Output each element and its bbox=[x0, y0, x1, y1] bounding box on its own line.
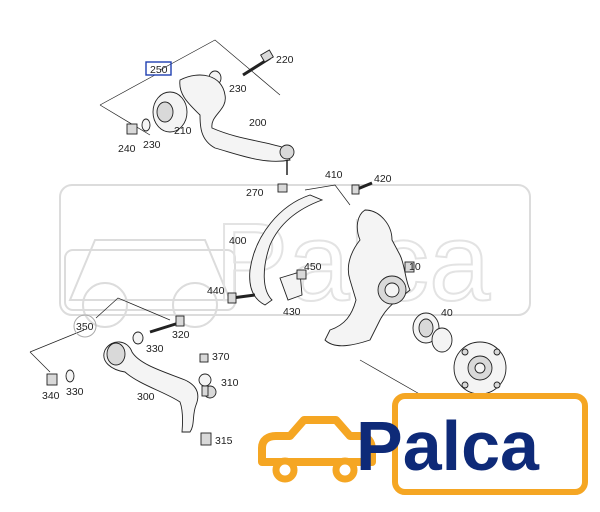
nut-340 bbox=[46, 373, 58, 386]
lower-arm-group bbox=[29, 297, 217, 446]
nut-270 bbox=[277, 183, 288, 193]
strut-group bbox=[227, 181, 373, 306]
knuckle-10 bbox=[324, 209, 415, 347]
label-410[interactable]: 410 bbox=[325, 169, 343, 181]
logo-text: Palca bbox=[356, 407, 540, 485]
bolt-320 bbox=[149, 315, 185, 334]
label-315[interactable]: 315 bbox=[215, 435, 233, 447]
watermark-car-icon bbox=[64, 239, 236, 328]
label-250[interactable]: 250 bbox=[150, 64, 168, 76]
label-420[interactable]: 420 bbox=[374, 173, 392, 185]
strut-400 bbox=[249, 194, 324, 306]
label-430[interactable]: 430 bbox=[283, 306, 301, 318]
label-310[interactable]: 310 bbox=[221, 377, 239, 389]
callout-box-250 bbox=[145, 61, 172, 76]
label-200[interactable]: 200 bbox=[249, 117, 267, 129]
bolt-220 bbox=[242, 49, 274, 77]
clamp-430 bbox=[279, 271, 303, 301]
label-330[interactable]: 330 bbox=[146, 343, 164, 355]
nut-240 bbox=[126, 123, 138, 135]
label-340[interactable]: 340 bbox=[42, 390, 60, 402]
control-arm-300 bbox=[103, 341, 217, 433]
washer-330-b bbox=[65, 369, 75, 383]
callout-ring-350 bbox=[73, 314, 97, 338]
bushing-210 bbox=[152, 91, 188, 133]
nut-315 bbox=[200, 432, 212, 446]
label-330-b[interactable]: 330 bbox=[66, 386, 84, 398]
label-220[interactable]: 220 bbox=[276, 54, 294, 66]
label-210[interactable]: 210 bbox=[174, 125, 192, 137]
label-450[interactable]: 450 bbox=[304, 261, 322, 273]
label-240[interactable]: 240 bbox=[118, 143, 136, 155]
control-arm-200 bbox=[179, 74, 295, 175]
upper-arm-group bbox=[99, 39, 295, 175]
label-230-b[interactable]: 230 bbox=[143, 139, 161, 151]
ball-joint-310 bbox=[198, 373, 212, 397]
bolt-420 bbox=[351, 181, 373, 195]
label-40[interactable]: 40 bbox=[441, 307, 453, 319]
washer-230-b bbox=[141, 118, 151, 132]
label-230[interactable]: 230 bbox=[229, 83, 247, 95]
label-440[interactable]: 440 bbox=[207, 285, 225, 297]
washer-330 bbox=[132, 331, 144, 345]
nut-370 bbox=[199, 353, 209, 363]
bolt-440 bbox=[227, 292, 256, 304]
part-labels: 250 220 230 200 210 230 240 270 410 420 … bbox=[42, 54, 548, 447]
label-400[interactable]: 400 bbox=[229, 235, 247, 247]
car-icon bbox=[258, 416, 376, 483]
label-10[interactable]: 10 bbox=[409, 261, 421, 273]
label-270[interactable]: 270 bbox=[246, 187, 264, 199]
nut-450 bbox=[296, 269, 307, 280]
label-320[interactable]: 320 bbox=[172, 329, 190, 341]
label-370[interactable]: 370 bbox=[212, 351, 230, 363]
label-350[interactable]: 350 bbox=[76, 321, 94, 333]
label-300[interactable]: 300 bbox=[137, 391, 155, 403]
bearing-40 bbox=[412, 312, 453, 353]
palca-logo: Palca bbox=[258, 393, 588, 495]
